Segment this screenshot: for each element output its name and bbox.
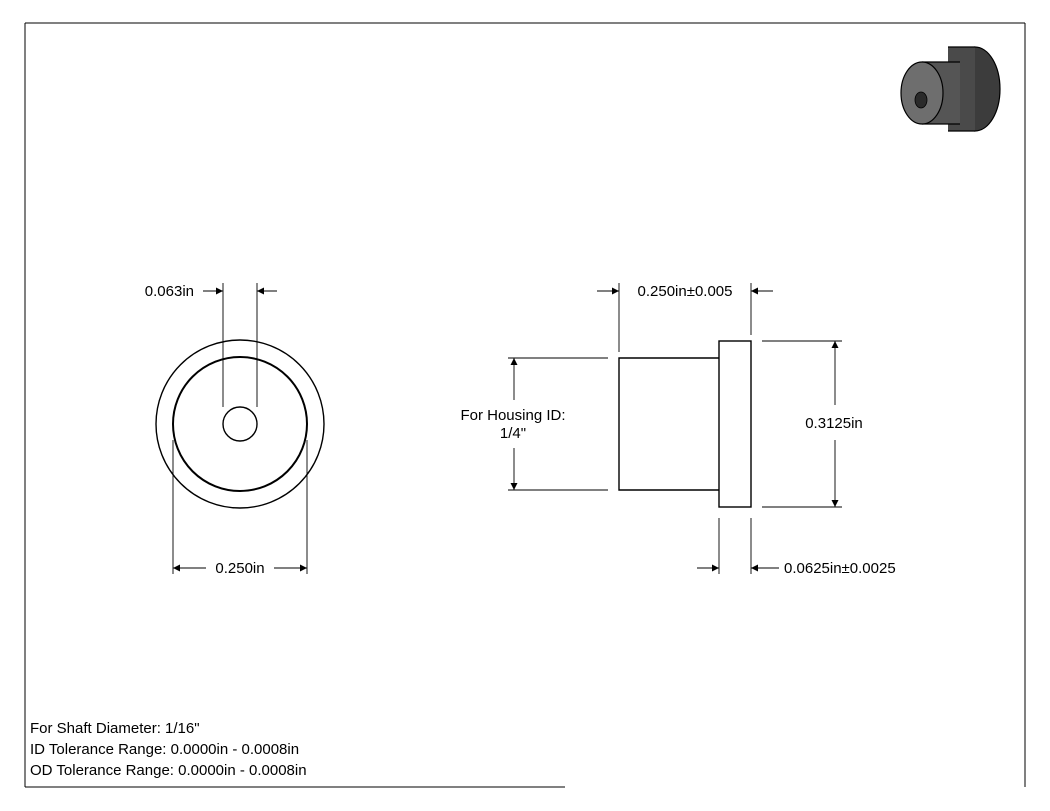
bushing-flange (718, 340, 752, 508)
length-label: 0.250in±0.005 (638, 283, 733, 300)
bore-dimension (203, 283, 277, 407)
diameter-dimension (172, 440, 308, 574)
housing-label-line2: 1/4" (500, 425, 526, 442)
part-3d-thumbnail (900, 46, 1001, 132)
bore-diameter-label: 0.063in (145, 283, 194, 300)
bore-circle (222, 406, 258, 442)
body-outer-circle (172, 356, 308, 492)
side-view: 0.250in±0.005 For Housing ID: 1/4" 0.312… (460, 283, 896, 577)
id-tolerance-note: ID Tolerance Range: 0.0000in - 0.0008in (30, 741, 300, 758)
drawing-border (24, 22, 1026, 788)
drawing-notes: For Shaft Diameter: 1/16" ID Tolerance R… (30, 718, 307, 781)
length-dimension (597, 283, 773, 352)
flange-diameter-dimension (762, 340, 842, 508)
end-view: 0.063in 0.250in (145, 283, 325, 577)
flange-thickness-dimension (697, 518, 779, 574)
flange-outer-circle (155, 339, 325, 509)
bushing-body (618, 357, 719, 491)
housing-dimension (508, 357, 608, 491)
shaft-diameter-note: For Shaft Diameter: 1/16" (30, 720, 200, 737)
flange-thickness-label: 0.0625in±0.0025 (784, 560, 896, 577)
diameter-label: 0.250in (215, 560, 264, 577)
flange-diameter-label: 0.3125in (805, 415, 863, 432)
od-tolerance-note: OD Tolerance Range: 0.0000in - 0.0008in (30, 762, 307, 779)
housing-label-line1: For Housing ID: (460, 407, 565, 424)
